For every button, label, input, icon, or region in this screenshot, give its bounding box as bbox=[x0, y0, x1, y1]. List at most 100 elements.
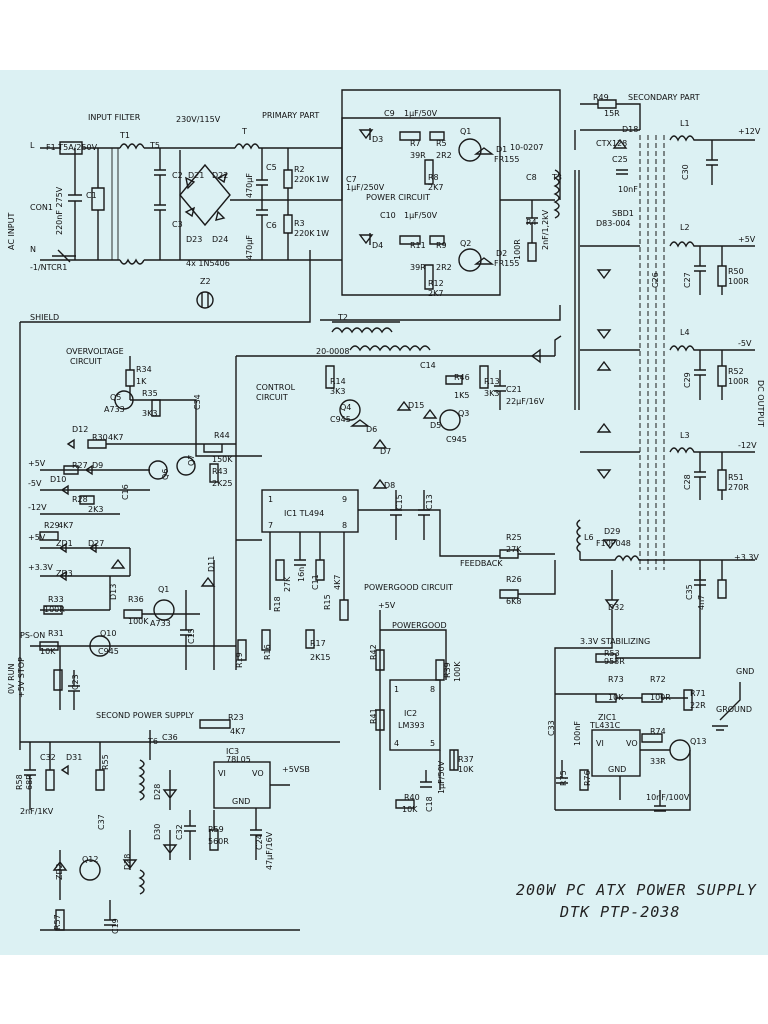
r18-label: R18 bbox=[273, 596, 282, 612]
p12-filter bbox=[669, 135, 755, 185]
stop-label: +5V STOP bbox=[17, 657, 26, 698]
r27-label: R27 bbox=[72, 461, 88, 470]
r36-value: 100K bbox=[128, 617, 149, 626]
t3-primary bbox=[553, 169, 580, 410]
secondary-section: SECONDARY PART R49 15R CTX128 D18 C25 10… bbox=[574, 93, 765, 610]
c21-label: C21 bbox=[506, 385, 522, 394]
stabilizing-section: 3.3V STABILIZING D32 R53 953R R73 10K R7… bbox=[547, 570, 754, 812]
c11-value: 16n bbox=[297, 567, 306, 582]
t-label: T bbox=[241, 127, 247, 136]
r2-value: 220K bbox=[294, 175, 315, 184]
r37-label: R37 bbox=[458, 755, 474, 764]
ntcr1-symbol bbox=[52, 249, 76, 263]
t20-winding bbox=[349, 345, 431, 352]
r57-label: R57 bbox=[53, 914, 62, 930]
p12-winding-wire bbox=[574, 99, 641, 150]
c16-label: C16 bbox=[121, 484, 130, 500]
neutral-wire bbox=[40, 258, 235, 265]
c32b-label: C32 bbox=[175, 824, 184, 840]
snubber-c8-r4 bbox=[500, 199, 555, 262]
q7-label: Q7 bbox=[187, 455, 196, 466]
c18-label: C18 bbox=[425, 796, 434, 812]
ic3-vo: VO bbox=[252, 769, 264, 778]
ic3-78l05-body bbox=[213, 761, 271, 809]
powergood-circuit-label: POWERGOOD CIRCUIT bbox=[364, 583, 453, 592]
d28-label: D28 bbox=[123, 854, 132, 870]
voltage-selector-label: 230V/115V bbox=[176, 115, 221, 124]
bridge-rectifier bbox=[179, 163, 231, 227]
c33-value: 100nF bbox=[573, 721, 582, 746]
r36-label: R36 bbox=[128, 595, 144, 604]
q1b-value: A733 bbox=[150, 619, 171, 628]
r37-value: 10K bbox=[458, 765, 474, 774]
r51-value: 270R bbox=[728, 483, 749, 492]
zic1-type-label: TL431C bbox=[589, 721, 621, 730]
r50-value: 100R bbox=[728, 277, 749, 286]
q13-label: Q13 bbox=[690, 737, 706, 746]
schematic-diagram: INPUT FILTER AC INPUT L N F1 T5A/250V CO… bbox=[7, 89, 765, 934]
rail-p5-label: +5V bbox=[738, 235, 756, 244]
q2-transistor bbox=[458, 248, 482, 272]
m5-filter bbox=[580, 345, 755, 400]
p5-overvoltage-label: +5V bbox=[28, 459, 46, 468]
m12-filter bbox=[580, 447, 755, 500]
d24-label: D24 bbox=[212, 235, 228, 244]
c8-label: C8 bbox=[526, 173, 537, 182]
c25-label: C25 bbox=[612, 155, 628, 164]
p5-filter bbox=[580, 241, 755, 295]
r74-value: 33R bbox=[650, 757, 666, 766]
bridge-label: 4x 1N5406 bbox=[186, 259, 230, 268]
ps-on-wire bbox=[30, 641, 236, 710]
r52-value: 100R bbox=[728, 377, 749, 386]
d10-label: D10 bbox=[50, 475, 66, 484]
q12-transistor bbox=[79, 859, 101, 881]
r16-label: R16 bbox=[263, 644, 272, 660]
rail-m12-label: -12V bbox=[738, 441, 757, 450]
zd1-zd3-symbols bbox=[40, 542, 131, 582]
c1-symbol bbox=[68, 148, 82, 260]
c14-label: C14 bbox=[420, 361, 436, 370]
ic1-pin7: 7 bbox=[268, 521, 273, 530]
aux-output-components bbox=[162, 770, 290, 860]
c10-value: 1µF/50V bbox=[404, 211, 438, 220]
d15-label: D15 bbox=[408, 401, 424, 410]
ctx-label: CTX128 bbox=[596, 139, 627, 148]
r34-r35-symbols bbox=[125, 356, 161, 417]
ic2-pin1: 1 bbox=[394, 685, 399, 694]
powergood-output-label: POWERGOOD bbox=[392, 621, 447, 630]
overvoltage-sense-inputs bbox=[39, 464, 150, 541]
secondary-part-label: SECONDARY PART bbox=[628, 93, 700, 102]
q5-value: A733 bbox=[104, 405, 125, 414]
control-diodes bbox=[349, 400, 438, 489]
title-line-1: 200W PC ATX POWER SUPPLY bbox=[516, 881, 757, 899]
r5-label: R5 bbox=[436, 139, 447, 148]
r40-label: R40 bbox=[404, 793, 420, 802]
r52-label: R52 bbox=[728, 367, 744, 376]
feedback-diode bbox=[530, 335, 562, 364]
r2-label: R2 bbox=[294, 165, 305, 174]
c6-label: C6 bbox=[266, 221, 277, 230]
r72-value: 100R bbox=[650, 693, 671, 702]
d29-symbol bbox=[602, 539, 618, 550]
r23-label: R23 bbox=[228, 713, 244, 722]
c3-label: C3 bbox=[172, 220, 183, 229]
ic3-vi: VI bbox=[218, 769, 226, 778]
q4-label: Q4 bbox=[340, 403, 351, 412]
l1-label: L1 bbox=[680, 119, 690, 128]
r41-label: R41 bbox=[369, 708, 378, 724]
t20-label: 20-0008 bbox=[316, 347, 349, 356]
q3-transistor bbox=[439, 409, 461, 431]
run-label: 0V RUN bbox=[7, 663, 16, 694]
c35-label: C35 bbox=[685, 584, 694, 600]
q4-value: C945 bbox=[330, 415, 351, 424]
control-circuit-label-2: CIRCUIT bbox=[256, 393, 288, 402]
q10-transistor bbox=[89, 635, 111, 657]
r49-label: R49 bbox=[593, 93, 609, 102]
t2-driver-transformer bbox=[320, 305, 561, 334]
r23-value: 4K7 bbox=[230, 727, 245, 736]
r72-label: R72 bbox=[650, 675, 666, 684]
c11-label: C11 bbox=[311, 574, 320, 590]
r13-label: R13 bbox=[484, 377, 500, 386]
c7-value: 1µF/250V bbox=[346, 183, 385, 192]
ic1-timing-components bbox=[269, 532, 349, 621]
